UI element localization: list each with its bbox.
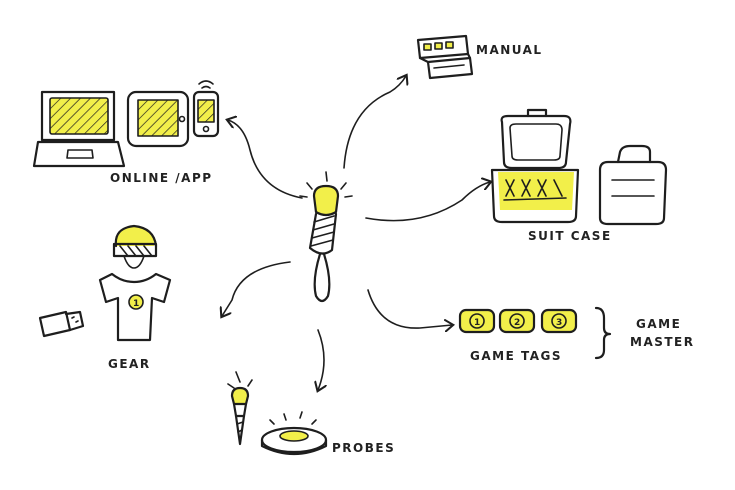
manual-label: MANUAL (476, 43, 543, 57)
manual-icon (416, 34, 474, 80)
laptop-icon (32, 90, 126, 168)
arrow-to-suitcase (365, 182, 490, 222)
phone-icon (192, 80, 220, 138)
probe-disc-icon (260, 411, 328, 456)
arrow-to-gear (222, 261, 291, 316)
arrow-to-manual (343, 76, 406, 169)
game-tag-3-number: 3 (556, 318, 562, 328)
game-master-label-line2: MASTER (630, 335, 695, 349)
game-tag-2-number: 2 (514, 318, 520, 328)
probes-label: PROBES (332, 441, 395, 455)
game-tag-1: 1 (458, 308, 496, 334)
shirt-icon: 1 (98, 272, 172, 342)
bag-icon (598, 144, 668, 226)
gear-label: GEAR (108, 357, 151, 371)
arrow-to-online (228, 120, 303, 199)
game-tags-group: 1 2 3 (458, 308, 578, 334)
probe-stick-icon (227, 371, 253, 446)
shirt-number: 1 (133, 299, 139, 309)
suitcase-label: SUIT CASE (528, 229, 612, 243)
game-master-label-line1: GAME (636, 317, 681, 331)
arrow-to-game-tags (367, 289, 452, 328)
tablet-icon (126, 90, 190, 148)
arrows (222, 76, 490, 390)
curly-brace (594, 306, 612, 360)
game-tag-1-number: 1 (474, 318, 480, 328)
game-tag-2: 2 (498, 308, 536, 334)
arrow-to-probes (318, 329, 324, 390)
usb-stick-icon (38, 310, 85, 338)
online-app-label: ONLINE /APP (110, 171, 213, 185)
game-tags-label: GAME TAGS (470, 349, 562, 363)
suitcase-icon (490, 108, 580, 224)
central-bulb-icon (299, 171, 353, 303)
game-tag-3: 3 (540, 308, 578, 334)
headset-icon (112, 224, 158, 269)
